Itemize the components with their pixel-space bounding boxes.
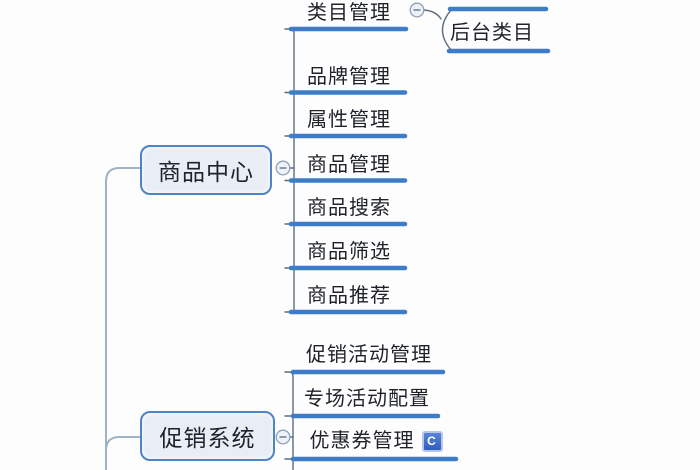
node-promo-system[interactable]: 促销系统 [140, 411, 275, 461]
topic-product-management[interactable]: 商品管理 [307, 153, 391, 176]
topic-product-search[interactable]: 商品搜索 [307, 197, 391, 219]
coupon-marker-icon[interactable]: C [421, 430, 443, 452]
topic-brand-management[interactable]: 品牌管理 [307, 65, 391, 88]
topic-coupon-management[interactable]: 优惠券管理 C [294, 429, 458, 453]
node-promo-system-label: 促销系统 [159, 425, 256, 451]
topic-product-recommend[interactable]: 商品推荐 [307, 285, 391, 307]
collapse-button-promo-system[interactable] [275, 429, 291, 445]
subtopic-bracket-lines [423, 8, 453, 52]
topic-coupon-management-label: 优惠券管理 [309, 430, 415, 452]
collapse-button-product-center[interactable] [275, 160, 291, 176]
topic-product-filter[interactable]: 商品筛选 [307, 241, 391, 263]
node-product-center[interactable]: 商品中心 [140, 145, 272, 195]
topic-attribute-management[interactable]: 属性管理 [307, 109, 391, 131]
node-product-center-label: 商品中心 [158, 159, 254, 185]
topic-underlines [288, 6, 551, 462]
topic-promo-activity-management[interactable]: 促销活动管理 [306, 344, 432, 366]
topic-special-event-config[interactable]: 专场活动配置 [304, 388, 430, 410]
root-trunk-line [105, 167, 141, 470]
topic-backend-category[interactable]: 后台类目 [450, 21, 534, 44]
topic-category-management[interactable]: 类目管理 [307, 2, 391, 24]
branch2-connector-lines [284, 371, 294, 470]
collapse-button-category[interactable] [409, 2, 425, 18]
